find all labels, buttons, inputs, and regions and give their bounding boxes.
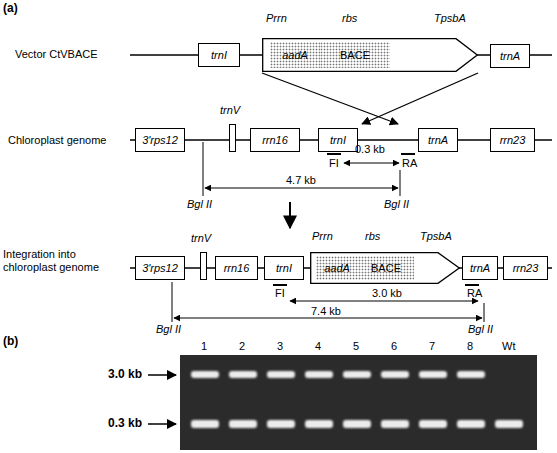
gene-box: trnA [418,128,458,152]
annotation-label: 3 [277,340,283,353]
annotation-label: Bgl II [156,323,181,336]
annotation-label: FI [329,157,339,170]
gene-label: rrn16 [262,134,288,146]
gene-label: trnV [220,104,240,116]
gene-label: aadA [282,49,308,61]
gene-box: trnA [462,256,498,280]
annotation-label: Wt [502,340,515,353]
annotation-label: Bgl II [384,198,409,211]
annotation-label: 0.3 kb [355,143,385,156]
gene-region: aadA [316,256,358,280]
cassette-arrow: PrrnrbsTpsbAaadABACE [310,252,460,284]
gene-region: BACE [320,42,390,68]
gene-box: rrn23 [503,256,548,280]
gene-label: 3'rps12 [142,262,178,274]
annotation-label: Vector CtVBACE [15,48,98,61]
annotation-label: 7 [429,340,435,353]
gel-bands [191,371,523,428]
annotation-label: 2 [239,340,245,353]
gene-label: rrn23 [513,262,539,274]
gene-label: trnI [211,49,227,61]
annotation-label: Integration into chloroplast genome [3,248,125,274]
process-arrow [289,202,291,228]
annotation-label: 3.0 kb [108,368,142,381]
annotation-label: 6 [391,340,397,353]
gene-label: trnV [191,232,211,244]
gene-box: trnI [318,128,358,152]
annotation-label: (a) [3,2,18,15]
annotation-label: 4 [315,340,321,353]
trna-box: trnV [200,252,207,280]
gene-label: TpsbA [434,12,466,24]
annotation-label: 4.7 kb [286,174,316,187]
gene-label: BACE [371,262,401,274]
annotation-label: 0.3 kb [108,417,142,430]
gene-box: trnA [490,44,530,68]
gene-label: rrn16 [224,262,250,274]
gene-box: trnI [264,256,304,280]
gene-box: 3'rps12 [135,128,185,152]
gene-label: rrn23 [500,134,526,146]
annotation-label: 3.0 kb [372,287,402,300]
gene-label: rbs [365,230,380,242]
gene-box: rrn16 [250,128,300,152]
annotation-label: 1 [201,340,207,353]
annotation-label: Bgl II [468,323,493,336]
annotation-label: 8 [467,340,473,353]
gene-region: aadA [270,42,320,68]
gene-box: rrn23 [490,128,535,152]
gene-box: 3'rps12 [135,256,185,280]
annotation-label: 7.4 kb [311,305,341,318]
gene-label: TpsbA [420,230,452,242]
annotation-label: Chloroplast genome [8,134,106,147]
trna-box: trnV [229,124,236,152]
gene-region: BACE [358,256,414,280]
gene-label: rbs [342,12,357,24]
gene-label: trnA [428,134,448,146]
marker-arrows [148,375,176,424]
annotation-label: 5 [353,340,359,353]
gene-label: trnA [470,262,490,274]
recombination-lines [262,73,478,124]
annotation-label: Bgl II [187,198,212,211]
cassette-arrow: PrrnrbsTpsbAaadABACE [262,38,478,72]
gene-box: rrn16 [215,256,258,280]
annotation-label: RA [467,287,482,300]
arrow-shape [263,39,478,72]
gene-label: 3'rps12 [142,134,178,146]
annotation-label: FI [275,287,285,300]
gene-label: Prrn [312,230,333,242]
gene-label: trnI [330,134,346,146]
gene-label: trnA [500,50,520,62]
annotation-label: (b) [3,335,18,348]
gene-label: BACE [340,49,370,61]
size-markers [172,142,484,322]
annotation-label: RA [402,157,417,170]
gel-image [180,355,537,450]
genome-lines [130,55,552,268]
gene-label: trnI [276,262,292,274]
arrow-shape [311,253,460,284]
gene-label: aadA [324,262,350,274]
gene-box: trnI [198,43,240,67]
gene-label: Prrn [266,12,287,24]
